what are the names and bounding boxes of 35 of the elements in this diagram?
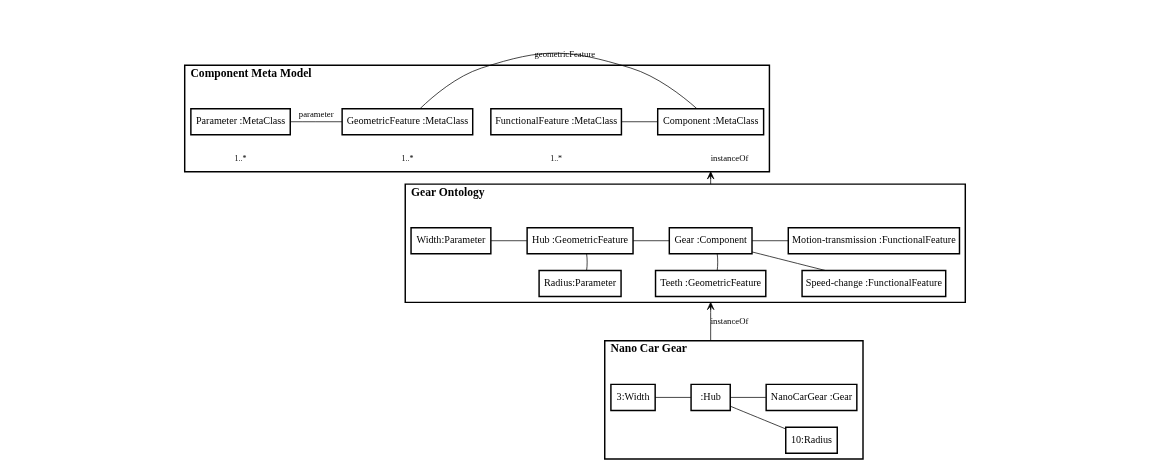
connector [716, 253, 719, 271]
connector [419, 52, 698, 109]
edge-label: geometricFeature [534, 48, 596, 59]
node-box: Gear :Component [668, 226, 753, 255]
edge-label: parameter [298, 109, 334, 120]
arrow [707, 302, 715, 342]
node-box: Speed-change :FunctionalFeature [801, 269, 947, 298]
connector [730, 397, 767, 398]
edge-label: instanceOf [710, 315, 749, 326]
node-box: GeometricFeature :MetaClass [341, 107, 474, 136]
node-box: Hub :GeometricFeature [526, 226, 634, 255]
node-box: Motion-transmission :FunctionalFeature [787, 226, 961, 255]
node-box: Radius:Parameter [538, 269, 622, 298]
node-box: Teeth :GeometricFeature [654, 269, 767, 298]
arrow [707, 171, 715, 185]
label: 1..* [234, 153, 247, 163]
node-box: Parameter :MetaClass [190, 107, 291, 136]
label: 1..* [550, 153, 563, 163]
node-box: Width:Parameter [410, 226, 492, 255]
connector [586, 253, 588, 271]
connector [621, 121, 658, 123]
connector [729, 405, 786, 430]
connector [654, 397, 692, 398]
node-box: 10:Radius [785, 426, 838, 454]
edge-label: instanceOf [710, 152, 749, 163]
connector [490, 240, 528, 242]
node-box: FunctionalFeature :MetaClass [490, 107, 623, 136]
label: 1..* [401, 153, 414, 163]
node-box: :Hub [690, 383, 731, 412]
node-box: Component :MetaClass [656, 107, 765, 136]
connector [290, 121, 343, 123]
node-box: NanoCarGear :Gear [765, 383, 858, 412]
connector [632, 240, 670, 242]
node-box: 3:Width [610, 383, 656, 412]
connector [751, 240, 789, 242]
